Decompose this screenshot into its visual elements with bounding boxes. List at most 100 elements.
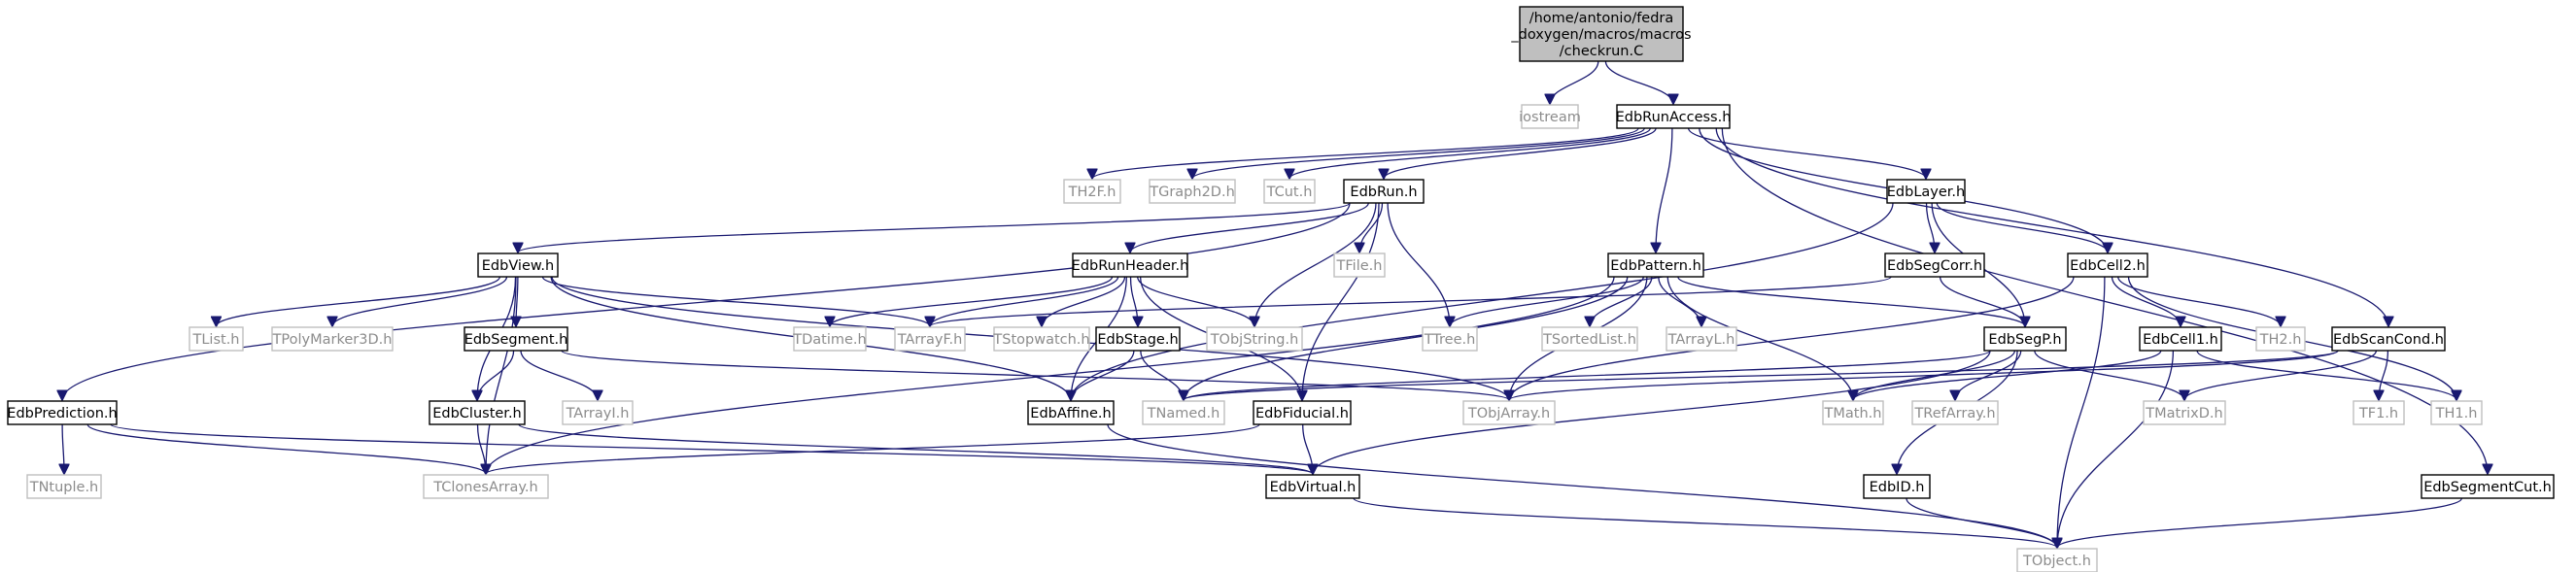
node-checkrun-c: /home/antonio/fedra_doxygen/macros/macro… [1510, 6, 1692, 62]
edge-edb-cell1-to-t-math [1853, 350, 2162, 400]
node-t-datime: TDatime.h [792, 326, 867, 352]
node-label: TObject.h [2022, 554, 2091, 569]
node-t-math: TMath.h [1822, 400, 1884, 425]
node-edb-fiducial[interactable]: EdbFiducial.h [1253, 400, 1352, 425]
node-label: TNamed.h [1147, 406, 1220, 421]
node-label: TMath.h [1824, 406, 1882, 421]
node-label: TArrayI.h [566, 406, 630, 421]
node-label: EdbAffine.h [1030, 406, 1111, 421]
edge-root-to-edb-run-access [1604, 60, 1673, 104]
edge-edb-scan-cond-to-t-matrix-d [2184, 350, 2378, 400]
edge-edb-cell2-to-edb-cell1 [2111, 276, 2181, 326]
edge-edb-run-access-to-t-graph2-d [1192, 127, 1645, 179]
node-label: /home/antonio/fedra [1529, 11, 1674, 26]
node-label: EdbSegmentCut.h [2423, 480, 2552, 495]
edge-edb-run-access-to-edb-pattern [1656, 127, 1673, 252]
edge-edb-cluster-to-t-clones-array [476, 423, 487, 474]
node-label: TRefArray.h [1913, 406, 1995, 421]
edge-edb-cell2-to-t-object [2057, 276, 2106, 548]
node-label: TGraph2D.h [1149, 185, 1235, 200]
node-label: TArrayF.h [897, 332, 963, 348]
node-label: EdbStage.h [1097, 332, 1178, 348]
node-edb-run[interactable]: EdbRun.h [1343, 179, 1425, 204]
edge-edb-segment-cut-to-t-object [2057, 497, 2463, 548]
node-edb-id[interactable]: EdbID.h [1863, 474, 1931, 499]
node-label: TFile.h [1336, 258, 1383, 274]
edge-edb-run-to-edb-fiducial [1302, 202, 1380, 400]
node-th1: TH1.h [2430, 400, 2483, 425]
edge-edb-seg-corr-to-edb-seg-p [1939, 276, 2025, 326]
node-edb-seg-p[interactable]: EdbSegP.h [1983, 326, 2067, 352]
node-t-obj-string: TObjString.h [1206, 326, 1303, 352]
node-label: EdbCell2.h [2070, 258, 2146, 274]
edge-edb-view-to-edb-segment [516, 276, 518, 326]
edge-edb-pattern-to-t-array-l [1658, 276, 1701, 326]
node-t-ntuple: TNtuple.h [26, 474, 102, 499]
node-edb-pattern[interactable]: EdbPattern.h [1607, 252, 1704, 278]
edge-edb-run-header-to-t-array-f [930, 276, 1119, 326]
edge-edb-id-to-t-object [1906, 497, 2057, 548]
node-label: TStopwatch.h [992, 332, 1089, 348]
node-th2: TH2.h [2255, 326, 2306, 352]
edge-edb-run-to-t-file [1359, 202, 1384, 252]
node-t-list: TList.h [189, 326, 244, 352]
node-edb-scan-cond[interactable]: EdbScanCond.h [2331, 326, 2446, 352]
node-edb-prediction[interactable]: EdbPrediction.h [7, 400, 118, 425]
node-edb-segment-cut[interactable]: EdbSegmentCut.h [2421, 474, 2555, 499]
node-edb-cell1[interactable]: EdbCell1.h [2139, 326, 2222, 352]
node-label: iostream [1519, 110, 1581, 125]
node-label: EdbView.h [482, 258, 554, 274]
node-edb-run-header[interactable]: EdbRunHeader.h [1072, 252, 1189, 278]
node-edb-affine[interactable]: EdbAffine.h [1027, 400, 1115, 425]
node-edb-virtual[interactable]: EdbVirtual.h [1265, 474, 1360, 499]
node-edb-layer[interactable]: EdbLayer.h [1886, 179, 1966, 204]
edge-edb-run-header-to-t-obj-string [1137, 276, 1254, 326]
node-label: EdbPrediction.h [7, 406, 117, 421]
edge-edb-run-to-edb-view [518, 202, 1351, 252]
edge-edb-scan-cond-to-t-named [1184, 350, 2339, 400]
edge-edb-run-header-to-t-stopwatch [1042, 276, 1126, 326]
node-label: EdbID.h [1870, 480, 1925, 495]
edge-edb-cell1-to-t-object [2057, 350, 2175, 548]
node-t-sorted-list: TSortedList.h [1541, 326, 1638, 352]
edge-edb-run-access-to-edb-scan-cond [1715, 127, 2388, 326]
node-label: EdbRunHeader.h [1072, 258, 1189, 274]
edge-edb-fiducial-to-t-clones-array [486, 423, 1260, 474]
node-label: TCut.h [1266, 185, 1313, 200]
node-t-poly-marker3-d: TPolyMarker3D.h [271, 326, 394, 352]
node-label: /checkrun.C [1560, 44, 1643, 59]
node-edb-segment[interactable]: EdbSegment.h [464, 326, 568, 352]
edge-edb-cluster-to-edb-virtual [518, 423, 1313, 474]
node-edb-view[interactable]: EdbView.h [477, 252, 559, 278]
node-iostream: iostream [1519, 104, 1581, 129]
node-label: TList.h [191, 332, 239, 348]
edge-edb-layer-to-edb-seg-corr [1925, 202, 1936, 252]
edge-edb-seg-p-to-edb-virtual [1313, 350, 1991, 474]
edge-edb-pattern-to-t-math [1666, 276, 1853, 400]
edge-edb-run-header-to-edb-stage [1129, 276, 1139, 326]
edge-edb-view-to-t-list [217, 276, 501, 326]
node-edb-stage[interactable]: EdbStage.h [1095, 326, 1181, 352]
node-edb-run-access[interactable]: EdbRunAccess.h [1616, 104, 1732, 129]
edge-edb-pattern-to-t-named [1184, 276, 1629, 400]
node-t-object: TObject.h [2016, 548, 2098, 572]
node-edb-cell2[interactable]: EdbCell2.h [2067, 252, 2148, 278]
edge-edb-scan-cond-to-t-obj-array [1509, 350, 2339, 400]
node-label: EdbScanCond.h [2333, 332, 2444, 348]
node-label: EdbSegP.h [1988, 332, 2061, 348]
node-label: _doxygen/macros/macros [1510, 27, 1691, 43]
node-t-tree: TTree.h [1422, 326, 1478, 352]
node-label: TTree.h [1424, 332, 1476, 348]
node-edb-seg-corr[interactable]: EdbSegCorr.h [1884, 252, 1985, 278]
node-t-array-l: TArrayL.h [1666, 326, 1737, 352]
edge-edb-view-to-t-poly-marker3-d [332, 276, 508, 326]
edge-edb-run-to-t-obj-string [1254, 202, 1377, 326]
edge-edb-virtual-to-t-object [1353, 497, 2057, 548]
edge-edb-run-to-edb-run-header [1130, 202, 1369, 252]
edge-edb-seg-p-to-t-matrix-d [2034, 350, 2184, 400]
node-label: TClonesArray.h [432, 480, 537, 495]
node-edb-cluster[interactable]: EdbCluster.h [429, 400, 526, 425]
edge-edb-stage-to-t-named [1140, 350, 1184, 400]
edge-edb-cell2-to-th2 [2117, 276, 2281, 326]
